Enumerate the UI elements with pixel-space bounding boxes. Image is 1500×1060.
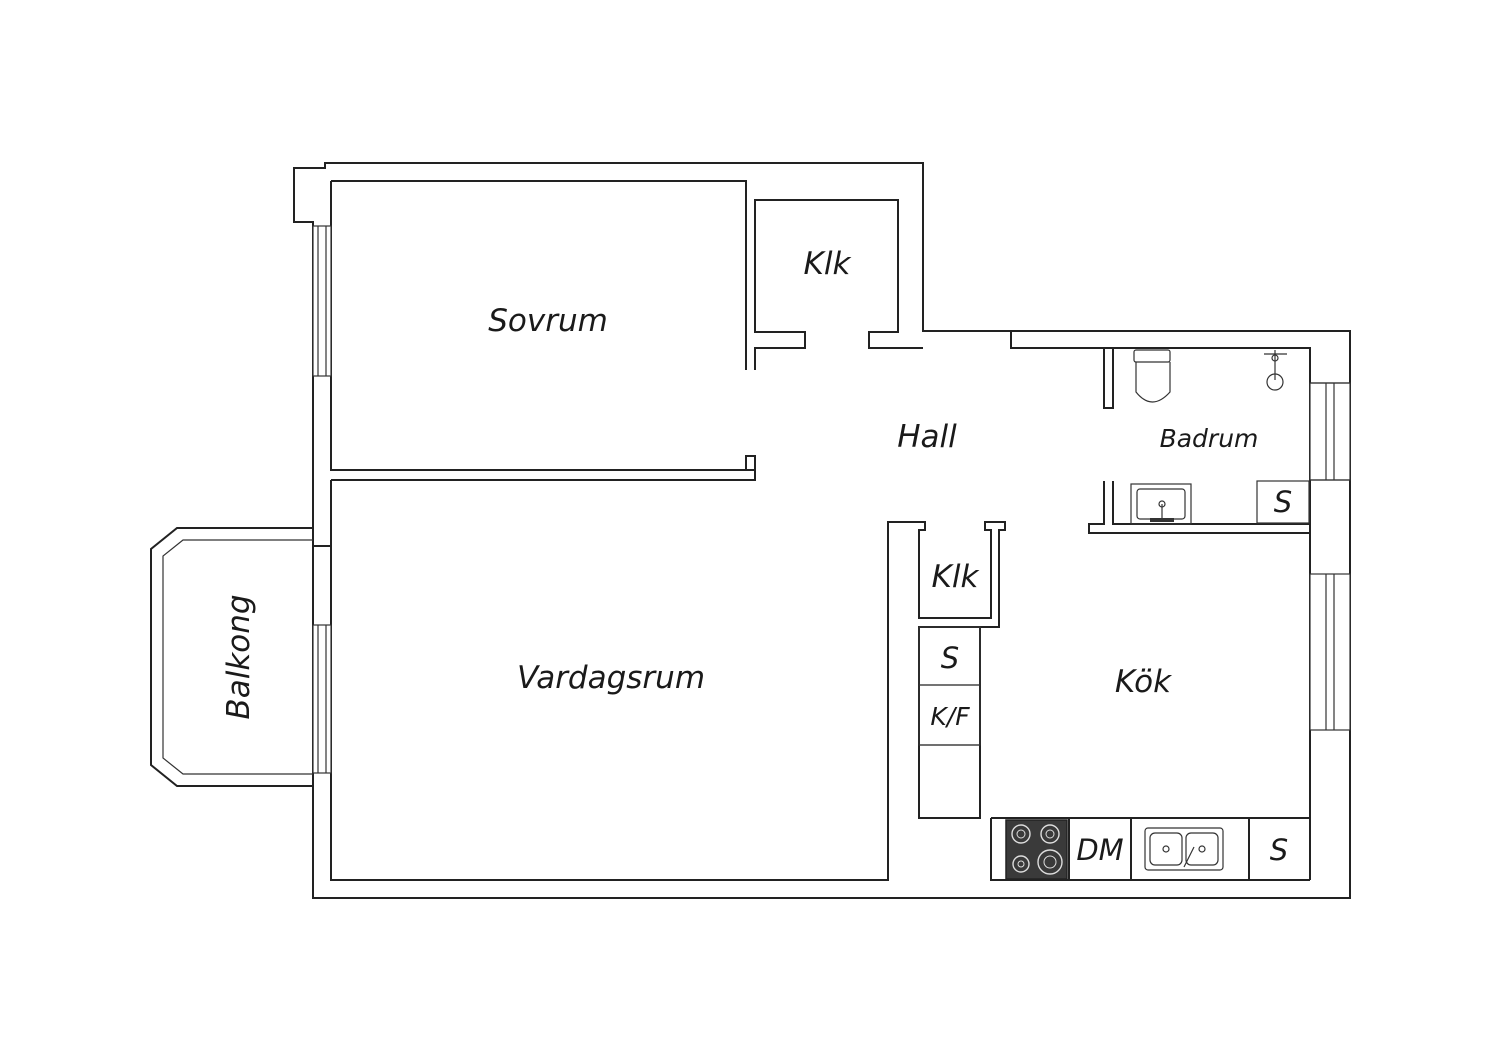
balcony-rail	[162, 539, 313, 775]
label-fridge-freezer: K/F	[930, 702, 970, 731]
kitchen-sink-icon	[1144, 827, 1224, 871]
label-dishwasher: DM	[1076, 833, 1123, 867]
room-label-hall: Hall	[897, 419, 957, 455]
room-label-klk-mid: Klk	[932, 559, 980, 595]
shower-icon	[1264, 350, 1287, 391]
kitchen-counter	[990, 817, 1310, 881]
window-kitchen	[1309, 573, 1351, 731]
toilet-icon	[1133, 349, 1171, 403]
room-label-sovrum: Sovrum	[488, 303, 608, 339]
balcony-outline	[150, 527, 313, 787]
outer-wall-inner	[330, 180, 1311, 880]
label-bath-cabinet: S	[1274, 485, 1292, 519]
room-label-klk-top: Klk	[804, 246, 852, 282]
outer-wall	[293, 162, 1351, 899]
room-label-kok: Kök	[1115, 664, 1172, 700]
living-window-jamb	[313, 480, 332, 547]
bath-cabinet	[1256, 480, 1310, 524]
window-bedroom	[312, 225, 332, 377]
room-label-vardagsrum: Vardagsrum	[517, 660, 705, 696]
bedroom-living-wall	[331, 456, 756, 481]
window-living	[312, 624, 332, 774]
label-kitchen-counter-cabinet: S	[1270, 833, 1288, 867]
room-label-balkong: Balkong	[221, 594, 257, 719]
window-bathroom	[1309, 382, 1351, 481]
washbasin-icon	[1130, 483, 1192, 525]
label-kitchen-upper-cabinet: S	[941, 641, 959, 675]
stove-icon	[1005, 819, 1068, 880]
room-label-badrum: Badrum	[1160, 424, 1259, 453]
bath-wall	[1088, 348, 1310, 534]
